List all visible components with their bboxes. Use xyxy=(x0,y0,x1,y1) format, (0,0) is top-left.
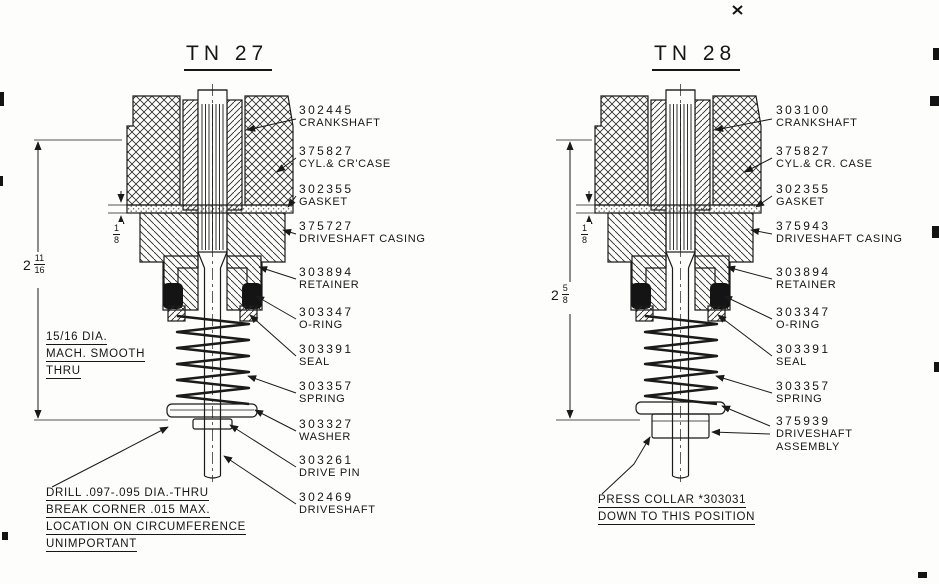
dimension-fraction: 1 8 xyxy=(581,223,589,245)
part-number: 303894 xyxy=(776,265,831,279)
part-number: 303347 xyxy=(299,305,354,319)
dimension-overall-tn28: 2 5 8 xyxy=(548,282,572,307)
scan-artifacts xyxy=(0,5,939,578)
part-number: 303100 xyxy=(776,103,831,117)
bore-note: 15/16 DIA. MACH. SMOOTH THRU xyxy=(46,331,146,382)
part-number: 303391 xyxy=(776,342,831,356)
drill-note: DRILL .097-.095 DIA.-THRU BREAK CORNER .… xyxy=(46,487,247,555)
part-name: RETAINER xyxy=(299,279,360,291)
part-name: CRANKSHAFT xyxy=(776,117,858,129)
part-name: SEAL xyxy=(299,356,330,368)
part-number: 303327 xyxy=(299,417,354,431)
part-callout-o-ring: 303347 O-RING xyxy=(776,306,830,332)
dimension-overall-tn27: 2 11 16 xyxy=(20,252,49,277)
part-number: 375827 xyxy=(776,144,831,158)
part-name-line2: ASSEMBLY xyxy=(776,441,841,453)
part-callout-driveshaft-casing: 375727 DRIVESHAFT CASING xyxy=(299,220,426,246)
dimension-fraction: 5 8 xyxy=(561,283,569,305)
part-callout-crankshaft: 303100 CRANKSHAFT xyxy=(776,104,858,130)
dimension-fraction: 11 16 xyxy=(33,253,46,275)
dimension-fraction: 1 8 xyxy=(113,223,121,245)
tn27-washer-and-pin xyxy=(166,403,258,430)
note-line: DOWN TO THIS POSITION xyxy=(598,511,756,525)
part-number: 303894 xyxy=(299,265,354,279)
part-name: DRIVESHAFT xyxy=(776,428,853,440)
part-number: 375939 xyxy=(776,414,831,428)
note-line: 15/16 DIA. xyxy=(46,331,108,345)
part-number: 375943 xyxy=(776,219,831,233)
note-line: UNIMPORTANT xyxy=(46,538,137,552)
part-name: CYL.& CR'CASE xyxy=(299,158,391,170)
part-callout-spring: 303357 SPRING xyxy=(299,380,353,406)
part-callout-gasket: 302355 GASKET xyxy=(776,183,830,209)
part-name: WASHER xyxy=(299,431,352,443)
part-callout-gasket: 302355 GASKET xyxy=(299,183,353,209)
figure-title-tn28: TN 28 xyxy=(652,42,741,71)
part-name: SEAL xyxy=(776,356,807,368)
part-callout-seal: 303391 SEAL xyxy=(776,343,830,369)
part-name: GASKET xyxy=(776,196,825,208)
part-callout-driveshaft-assembly: 375939 DRIVESHAFT ASSEMBLY xyxy=(776,415,853,454)
part-number: 303347 xyxy=(776,305,831,319)
part-callout-seal: 303391 SEAL xyxy=(299,343,353,369)
tn28-section-view xyxy=(593,82,763,484)
part-number: 302445 xyxy=(299,103,354,117)
part-callout-retainer: 303894 RETAINER xyxy=(776,266,836,292)
part-name: DRIVESHAFT CASING xyxy=(299,233,426,245)
note-line: LOCATION ON CIRCUMFERENCE xyxy=(46,521,247,535)
part-name: CYL.& CR. CASE xyxy=(776,158,873,170)
part-number: 302469 xyxy=(299,490,354,504)
part-number: 303357 xyxy=(299,379,354,393)
part-callout-retainer: 303894 RETAINER xyxy=(299,266,359,292)
dimension-whole: 2 xyxy=(551,286,559,303)
part-callout-washer: 303327 WASHER xyxy=(299,418,353,444)
figure-title-tn27: TN 27 xyxy=(184,42,273,71)
note-line: PRESS COLLAR *303031 xyxy=(598,494,747,508)
part-number: 375827 xyxy=(299,144,354,158)
part-number: 303391 xyxy=(299,342,354,356)
note-line: BREAK CORNER .015 MAX. xyxy=(46,504,211,518)
part-callout-crankshaft: 302445 CRANKSHAFT xyxy=(299,104,381,130)
tn27-section-view xyxy=(125,82,295,484)
part-name: GASKET xyxy=(299,196,348,208)
part-callout-cyl-crcase: 375827 CYL.& CR. CASE xyxy=(776,145,873,171)
part-number: 303261 xyxy=(299,453,354,467)
part-name: DRIVESHAFT xyxy=(299,504,376,516)
note-line: MACH. SMOOTH xyxy=(46,348,146,362)
dimension-whole: 2 xyxy=(23,256,31,273)
dimension-lines-tn28 xyxy=(556,139,640,421)
part-name: DRIVESHAFT CASING xyxy=(776,233,903,245)
part-number: 302355 xyxy=(299,182,354,196)
part-number: 375727 xyxy=(299,219,354,233)
note-line: THRU xyxy=(46,365,81,379)
part-number: 303357 xyxy=(776,379,831,393)
part-name: CRANKSHAFT xyxy=(299,117,381,129)
press-collar-note: PRESS COLLAR *303031 DOWN TO THIS POSITI… xyxy=(598,494,756,528)
part-name: DRIVE PIN xyxy=(299,467,361,479)
part-name: RETAINER xyxy=(776,279,837,291)
part-name: SPRING xyxy=(776,393,823,405)
leader-lines-tn28 xyxy=(601,118,773,495)
part-name: O-RING xyxy=(299,319,343,331)
dimension-gasket-tn28: 1 8 xyxy=(578,222,592,247)
part-callout-cyl-crcase: 375827 CYL.& CR'CASE xyxy=(299,145,391,171)
part-callout-driveshaft-casing: 375943 DRIVESHAFT CASING xyxy=(776,220,903,246)
part-number: 302355 xyxy=(776,182,831,196)
dimension-lines-tn27 xyxy=(34,139,168,421)
part-callout-drive-pin: 303261 DRIVE PIN xyxy=(299,454,360,480)
part-callout-driveshaft: 302469 DRIVESHAFT xyxy=(299,491,376,517)
note-line: DRILL .097-.095 DIA.-THRU xyxy=(46,487,209,501)
part-name: SPRING xyxy=(299,393,346,405)
dimension-gasket-tn27: 1 8 xyxy=(110,222,124,247)
part-name: O-RING xyxy=(776,319,820,331)
leader-lines-tn27 xyxy=(51,118,297,505)
part-callout-o-ring: 303347 O-RING xyxy=(299,306,353,332)
part-callout-spring: 303357 SPRING xyxy=(776,380,830,406)
